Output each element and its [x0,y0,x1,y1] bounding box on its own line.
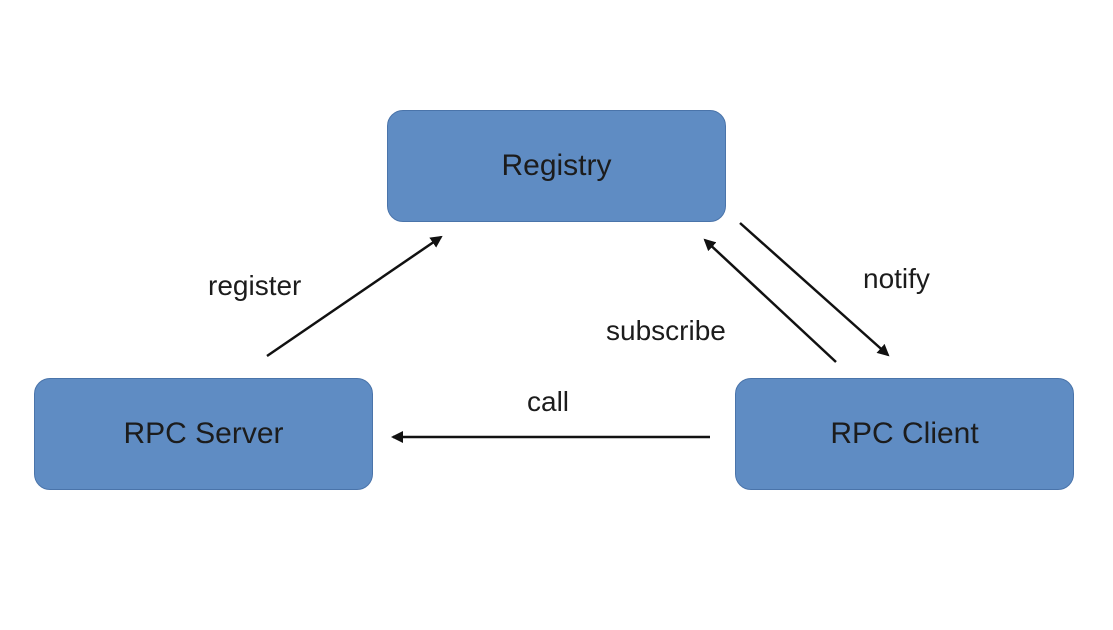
rpc-client-label: RPC Client [830,417,979,450]
rpc-client-node: RPC Client [735,378,1074,490]
register-label: register [208,270,302,301]
rpc-server-node: RPC Server [34,378,373,490]
registry-node: Registry [387,110,726,222]
register-arrow [266,235,443,358]
notify-label: notify [863,263,930,294]
subscribe-arrow [703,238,837,363]
rpc-server-label: RPC Server [123,417,284,450]
registry-label: Registry [501,149,612,182]
call-label: call [527,386,570,417]
subscribe-label: subscribe [606,315,726,346]
notify-arrow [739,222,890,357]
